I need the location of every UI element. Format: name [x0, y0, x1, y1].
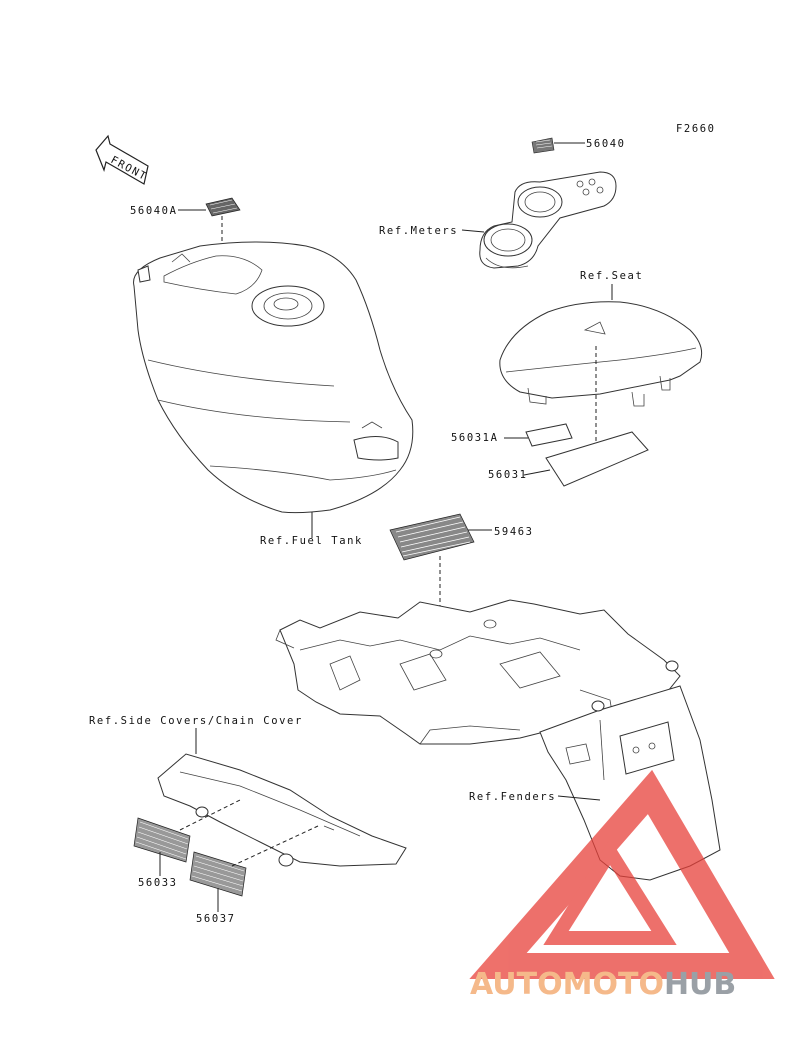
watermark-text-part2: HUB: [664, 967, 736, 1002]
label-59463-sticker: [389, 513, 475, 561]
label-56037-sticker: [189, 851, 247, 897]
callout-56040: 56040: [586, 138, 626, 150]
figure-code: F2660: [676, 123, 716, 135]
meters-part: [479, 171, 617, 269]
seat-part: [499, 301, 703, 407]
label-56040-sticker: [531, 137, 555, 154]
ref-side-covers: Ref.Side Covers/Chain Cover: [89, 715, 303, 727]
callout-56040a: 56040A: [130, 205, 178, 217]
chain-cover-part: [157, 753, 407, 867]
label-56033-sticker: [133, 817, 191, 863]
callout-59463: 59463: [494, 526, 534, 538]
watermark-logo: [469, 769, 775, 979]
front-arrow-icon: FRONT: [95, 134, 149, 185]
callout-56031a: 56031A: [451, 432, 499, 444]
label-56040a-sticker: [205, 197, 241, 217]
ref-fenders: Ref.Fenders: [469, 791, 556, 803]
watermark-text-part1: AUTOMOTO: [470, 967, 664, 1002]
callout-56031: 56031: [488, 469, 528, 481]
ref-fuel-tank: Ref.Fuel Tank: [260, 535, 363, 547]
ref-seat: Ref.Seat: [580, 270, 643, 282]
fuel-tank-part: [133, 241, 414, 514]
watermark-triangle-icon: [469, 769, 775, 979]
watermark-text: AUTOMOTOHUB: [470, 967, 736, 1002]
ref-meters: Ref.Meters: [379, 225, 458, 237]
callout-56037: 56037: [196, 913, 236, 925]
callout-56033: 56033: [138, 877, 178, 889]
label-56031-sticker: [545, 431, 649, 487]
undertray-part: [275, 599, 681, 745]
label-56031a-sticker: [525, 423, 573, 447]
